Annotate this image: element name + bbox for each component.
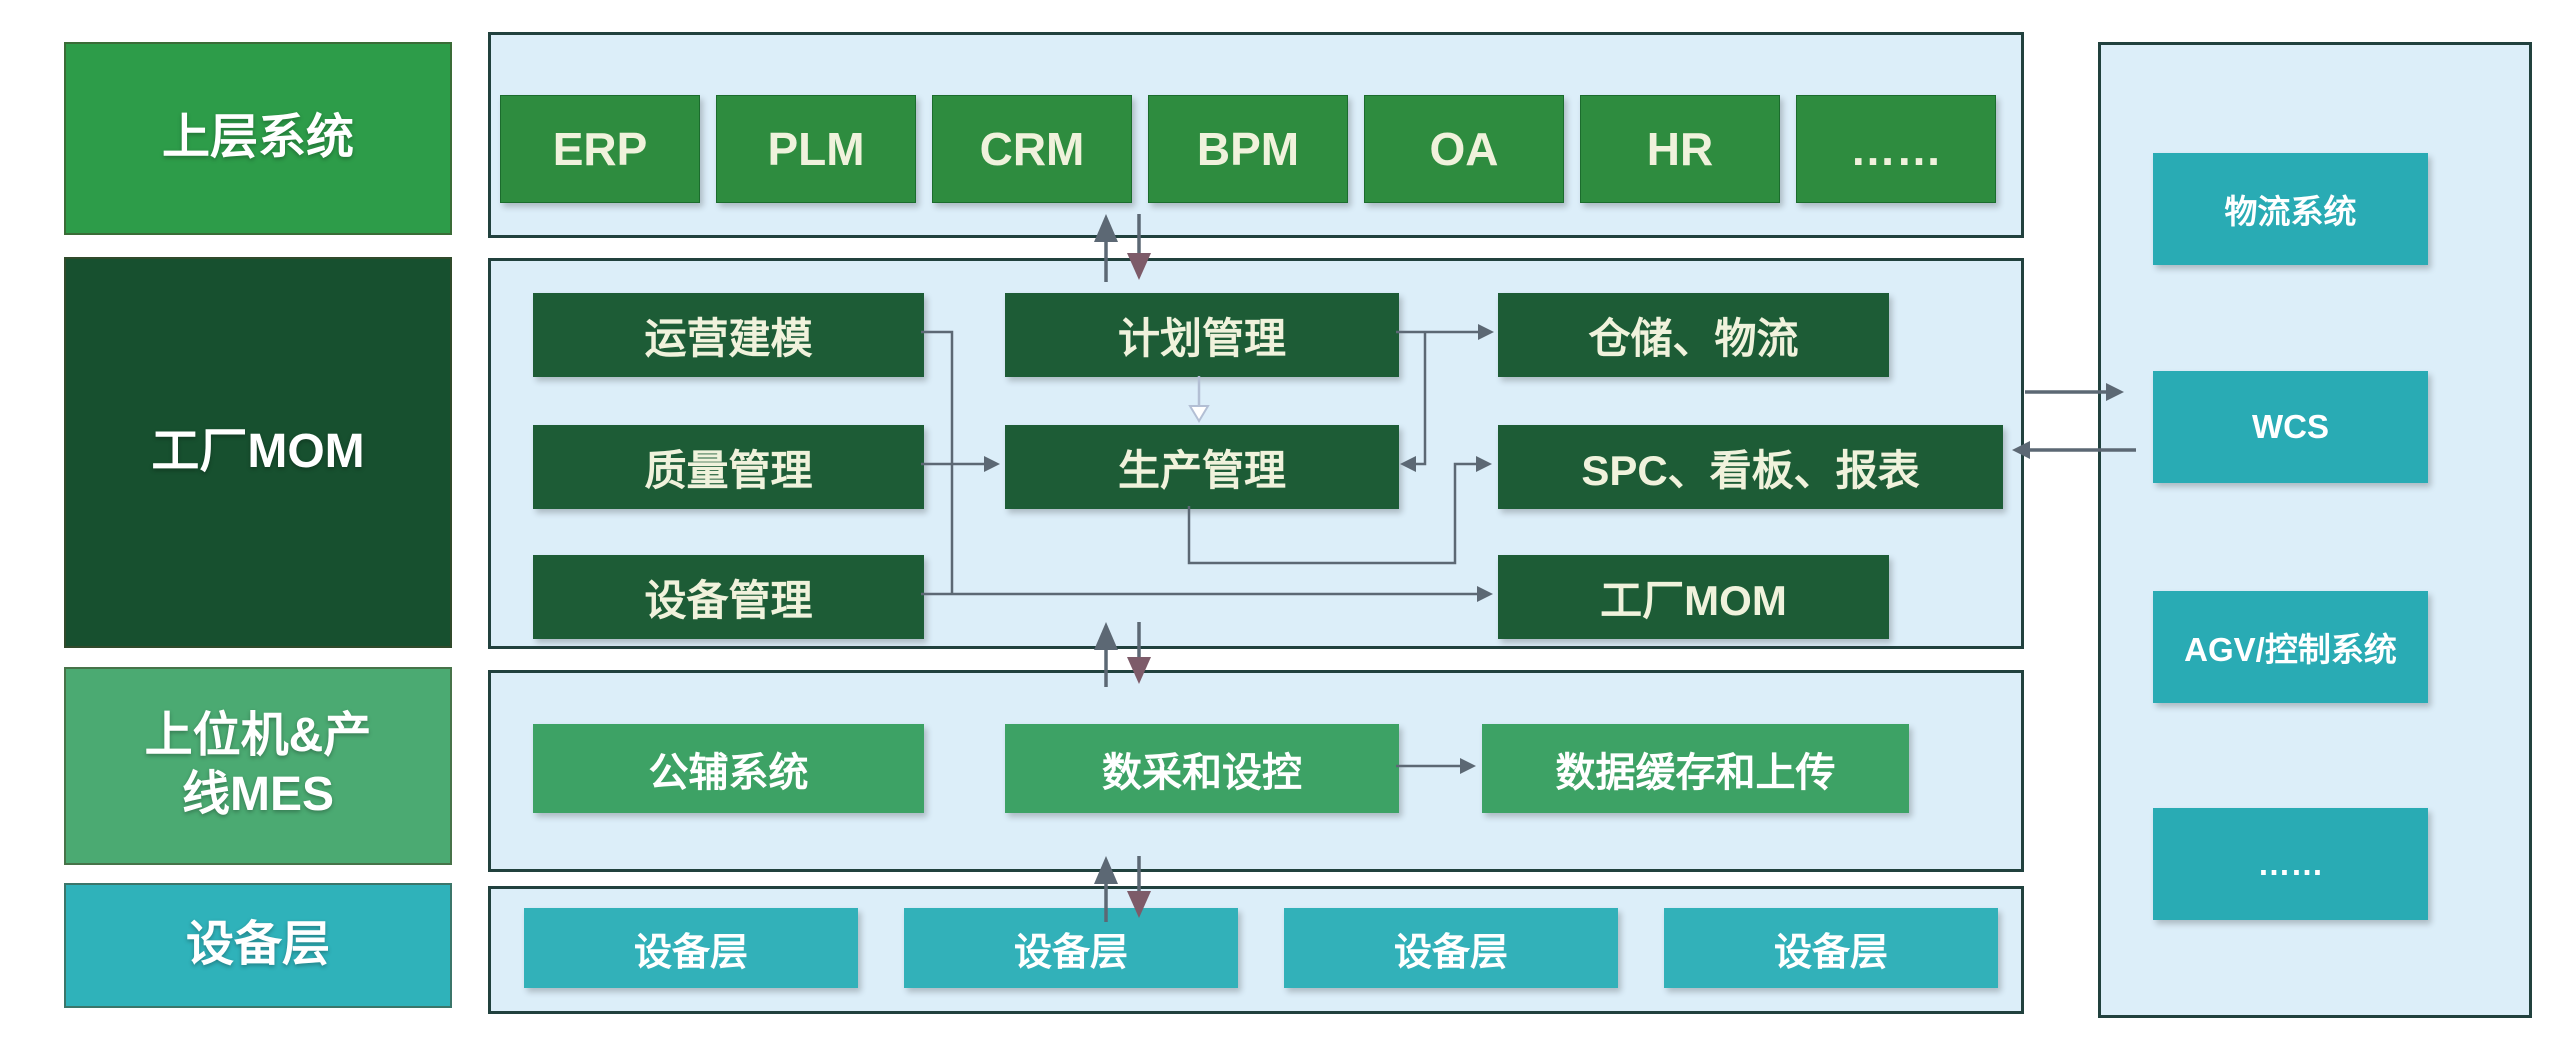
node-erp: ERP bbox=[500, 95, 700, 203]
node-factory-mom: 工厂MOM bbox=[1498, 555, 1889, 639]
layer-label-line-mes-text: 上位机&产 线MES bbox=[144, 709, 372, 821]
node-device-4-text: 设备层 bbox=[1773, 931, 1888, 974]
node-equipment-management: 设备管理 bbox=[533, 555, 924, 639]
node-plm-text: PLM bbox=[767, 123, 865, 175]
node-plm: PLM bbox=[716, 95, 916, 203]
layer-label-device-layer: 设备层 bbox=[64, 883, 452, 1008]
node-equipment-management-text: 设备管理 bbox=[644, 576, 813, 624]
node-data-acquisition-control: 数采和设控 bbox=[1005, 724, 1399, 813]
node-device-2: 设备层 bbox=[904, 908, 1238, 988]
node-data-cache-upload: 数据缓存和上传 bbox=[1482, 724, 1909, 813]
node-factory-mom-text: 工厂MOM bbox=[1600, 576, 1787, 624]
device-layer-container: 设备层 设备层 设备层 设备层 bbox=[488, 886, 2024, 1014]
node-wcs-text: WCS bbox=[2252, 408, 2329, 445]
node-quality-management: 质量管理 bbox=[533, 425, 924, 509]
node-spc-kanban-report-text: SPC、看板、报表 bbox=[1581, 446, 1920, 494]
layer-label-device-layer-text: 设备层 bbox=[185, 918, 330, 972]
node-spc-kanban-report: SPC、看板、报表 bbox=[1498, 425, 2003, 509]
layer-label-upper-systems-text: 上层系统 bbox=[161, 111, 354, 165]
node-logistics-system: 物流系统 bbox=[2153, 153, 2428, 265]
node-data-cache-upload-text: 数据缓存和上传 bbox=[1555, 750, 1836, 795]
node-oa-text: OA bbox=[1429, 123, 1499, 175]
node-device-3: 设备层 bbox=[1284, 908, 1618, 988]
node-operations-modeling: 运营建模 bbox=[533, 293, 924, 377]
node-device-4: 设备层 bbox=[1664, 908, 1998, 988]
node-more-right-text: …… bbox=[2257, 845, 2324, 882]
node-agv-control-system: AGV/控制系统 bbox=[2153, 591, 2428, 703]
node-hr: HR bbox=[1580, 95, 1780, 203]
line-mes-container: 公辅系统 数采和设控 数据缓存和上传 bbox=[488, 670, 2024, 872]
node-warehouse-logistics: 仓储、物流 bbox=[1498, 293, 1889, 377]
upper-systems-container: ERP PLM CRM BPM OA HR …… bbox=[488, 32, 2024, 238]
node-production-management-text: 生产管理 bbox=[1117, 446, 1286, 494]
node-device-1: 设备层 bbox=[524, 908, 858, 988]
layer-label-factory-mom-text: 工厂MOM bbox=[151, 425, 365, 479]
layer-label-factory-mom: 工厂MOM bbox=[64, 257, 452, 648]
node-more-upper: …… bbox=[1796, 95, 1996, 203]
node-hr-text: HR bbox=[1646, 123, 1714, 175]
node-device-1-text: 设备层 bbox=[633, 931, 748, 974]
node-more-upper-text: …… bbox=[1850, 123, 1942, 175]
node-agv-control-system-text: AGV/控制系统 bbox=[2184, 631, 2397, 668]
node-auxiliary-systems: 公辅系统 bbox=[533, 724, 924, 813]
node-operations-modeling-text: 运营建模 bbox=[644, 314, 813, 362]
node-warehouse-logistics-text: 仓储、物流 bbox=[1588, 314, 1799, 362]
layer-label-upper-systems: 上层系统 bbox=[64, 42, 452, 235]
node-erp-text: ERP bbox=[552, 123, 648, 175]
node-data-acquisition-control-text: 数采和设控 bbox=[1102, 750, 1302, 795]
logistics-systems-container: 物流系统 WCS AGV/控制系统 …… bbox=[2098, 42, 2532, 1018]
node-auxiliary-systems-text: 公辅系统 bbox=[648, 750, 809, 795]
node-production-management: 生产管理 bbox=[1005, 425, 1399, 509]
node-bpm-text: BPM bbox=[1196, 123, 1300, 175]
node-oa: OA bbox=[1364, 95, 1564, 203]
factory-mom-container: 运营建模 质量管理 设备管理 计划管理 生产管理 仓储、物流 SPC、看板、报表… bbox=[488, 258, 2024, 649]
node-plan-management-text: 计划管理 bbox=[1117, 314, 1286, 362]
node-logistics-system-text: 物流系统 bbox=[2224, 193, 2357, 230]
layer-label-line-mes: 上位机&产 线MES bbox=[64, 667, 452, 865]
node-more-right: …… bbox=[2153, 808, 2428, 920]
node-device-3-text: 设备层 bbox=[1393, 931, 1508, 974]
node-plan-management: 计划管理 bbox=[1005, 293, 1399, 377]
node-bpm: BPM bbox=[1148, 95, 1348, 203]
node-crm: CRM bbox=[932, 95, 1132, 203]
node-quality-management-text: 质量管理 bbox=[644, 446, 813, 494]
node-wcs: WCS bbox=[2153, 371, 2428, 483]
node-crm-text: CRM bbox=[979, 123, 1085, 175]
node-device-2-text: 设备层 bbox=[1013, 931, 1128, 974]
